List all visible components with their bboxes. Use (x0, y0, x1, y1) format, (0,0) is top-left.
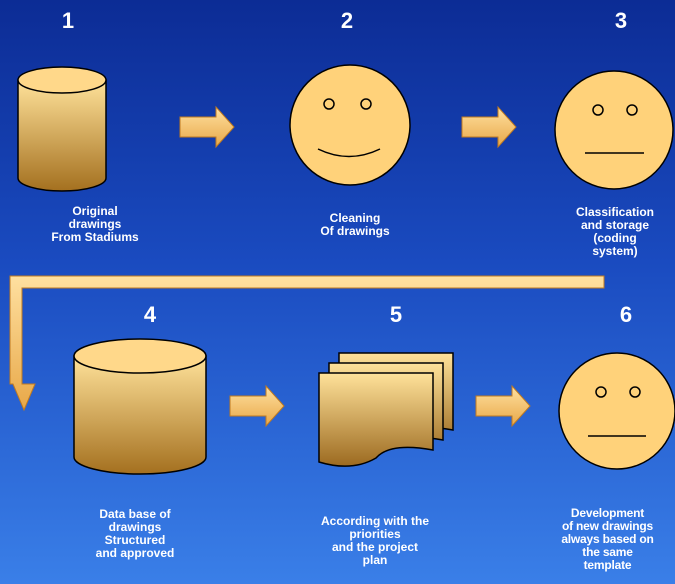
arrow-right-icon (179, 105, 235, 149)
database-cylinder-icon (73, 338, 207, 475)
connector-arrow-icon (9, 275, 605, 412)
database-cylinder-icon (17, 66, 107, 192)
step-1-number: 1 (61, 8, 75, 33)
step-4-number: 4 (143, 302, 157, 327)
step-4-caption: Data base of drawings Structured and app… (95, 507, 175, 560)
arrow-right-icon (461, 105, 517, 149)
neutral-face-icon (554, 70, 674, 190)
step-6-caption: Development of new drawings always based… (561, 506, 654, 572)
step-3-caption: Classification and storage (coding syste… (575, 205, 655, 258)
step-5-caption: According with the priorities and the pr… (321, 514, 429, 567)
smiley-face-icon (289, 64, 411, 186)
step-2-number: 2 (340, 8, 354, 33)
step-1-caption: Original drawings From Stadiums (51, 204, 139, 244)
neutral-face-icon (558, 352, 675, 470)
arrow-right-icon (475, 384, 531, 428)
step-5-number: 5 (389, 302, 403, 327)
arrow-right-icon (229, 384, 285, 428)
step-3-number: 3 (614, 8, 628, 33)
step-6-number: 6 (619, 302, 633, 327)
step-2-caption: Cleaning Of drawings (320, 211, 390, 238)
stacked-documents-icon (318, 352, 454, 467)
